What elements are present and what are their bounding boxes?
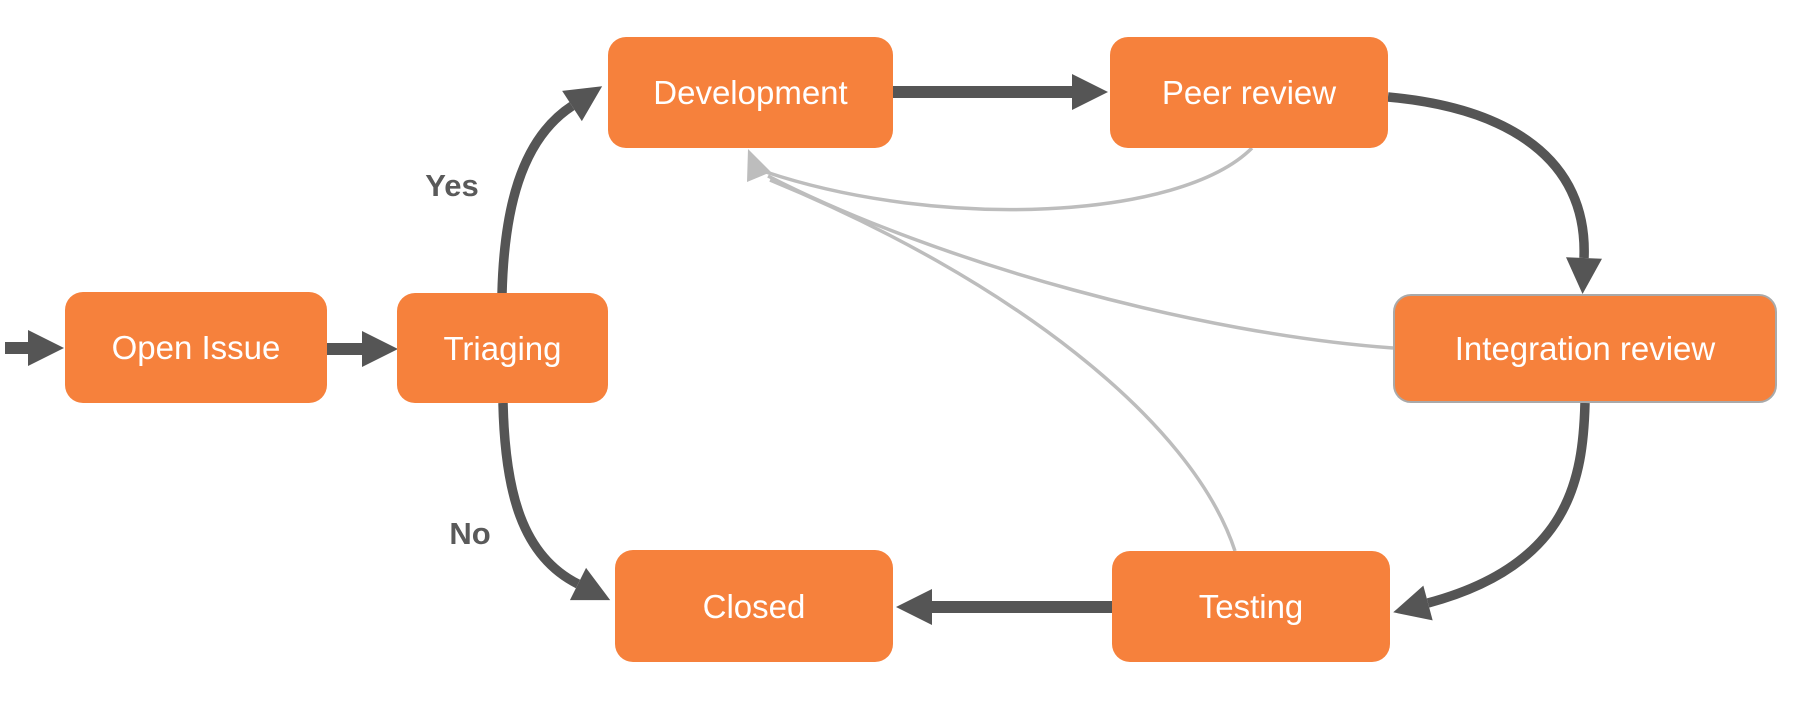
feedback-arrowhead-icon xyxy=(747,149,771,182)
node-development-label: Development xyxy=(653,74,848,111)
edge-triaging-development-yes xyxy=(497,86,603,295)
edge-feedback-peer-review-development xyxy=(765,146,1254,212)
node-testing-label: Testing xyxy=(1198,588,1304,625)
node-triaging-label: Triaging xyxy=(443,329,562,367)
edge-label-yes: Yes xyxy=(425,168,479,203)
node-testing: Testing xyxy=(1112,551,1390,662)
node-integration-review: Integration review xyxy=(1393,294,1777,403)
edge-feedback-integration-review-development xyxy=(767,174,1394,350)
edge-triaging-closed-no xyxy=(498,402,611,601)
edge-feedback-testing-development xyxy=(769,178,1237,552)
node-triaging: Triaging xyxy=(397,293,608,403)
node-open-issue-label: Open Issue xyxy=(111,329,281,366)
node-peer-review: Peer review xyxy=(1110,37,1388,148)
node-integration-review-label: Integration review xyxy=(1454,330,1716,367)
node-closed: Closed xyxy=(615,550,893,662)
edge-label-no: No xyxy=(449,516,491,551)
node-open-issue: Open Issue xyxy=(65,292,327,403)
node-closed-label: Closed xyxy=(702,587,806,625)
edge-integration-review-testing xyxy=(1393,402,1590,621)
node-peer-review-label: Peer review xyxy=(1161,74,1337,111)
node-development: Development xyxy=(608,37,893,148)
edge-peer-review-integration-review xyxy=(1387,92,1602,294)
